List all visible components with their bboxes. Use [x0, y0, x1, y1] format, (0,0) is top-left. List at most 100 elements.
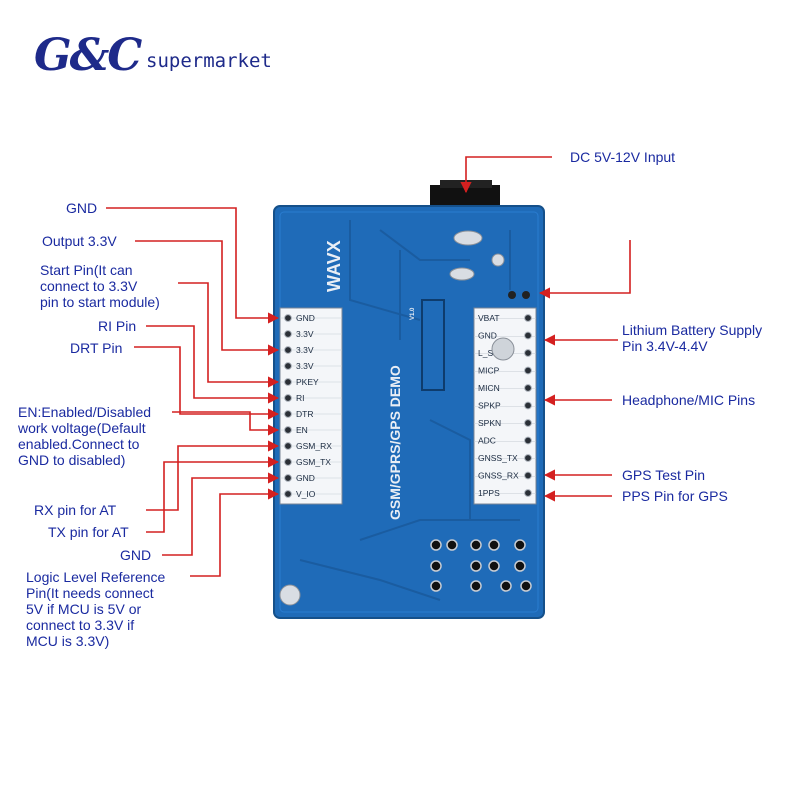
pin-hole	[284, 474, 292, 482]
label-gnd-bottom: GND	[120, 547, 152, 563]
brand-mark: G&C	[34, 30, 142, 81]
pin-hole	[524, 401, 532, 410]
header-pin: GND	[280, 473, 342, 483]
header-pin: EN	[280, 425, 342, 435]
label-en-4: GND to disabled)	[18, 452, 126, 468]
pin-hole	[284, 394, 292, 402]
label-lithium-2: Pin 3.4V-4.4V	[622, 338, 708, 354]
pin-label: DTR	[296, 409, 313, 419]
label-ri-pin: RI Pin	[98, 318, 137, 334]
header-pin: GSM_RX	[280, 441, 342, 451]
pin-hole	[284, 330, 292, 338]
header-pin: SPKP	[474, 401, 536, 411]
label-en-3: enabled.Connect to	[18, 436, 140, 452]
header-pin: GNSS_TX	[474, 453, 536, 463]
pin-hole	[524, 384, 532, 392]
dc-jack	[430, 185, 500, 207]
pin-hole	[284, 426, 292, 434]
pin-hole	[524, 331, 532, 340]
pin-hole	[284, 346, 292, 354]
mount-hole	[279, 584, 301, 606]
pin-label: GND	[296, 313, 315, 323]
ic-footprint	[421, 299, 445, 391]
solder-pad	[449, 267, 475, 281]
brand-word: supermarket	[146, 50, 272, 72]
pin-label: PKEY	[296, 377, 319, 387]
label-logic-4: connect to 3.3V if	[26, 617, 135, 633]
header-pin: GND	[474, 331, 536, 341]
label-output-3v3: Output 3.3V	[42, 233, 117, 249]
left-header-block	[279, 307, 343, 505]
header-pin: DTR	[280, 409, 342, 419]
pin-label: GSM_RX	[296, 441, 332, 451]
header-pin: PKEY	[280, 377, 342, 387]
pin-hole	[524, 314, 532, 322]
pin-hole	[284, 458, 292, 466]
pin-label: 3.3V	[296, 329, 314, 339]
header-pin: MICN	[474, 383, 536, 393]
pin-label: 3.3V	[296, 345, 314, 355]
label-logic-1: Logic Level Reference	[26, 569, 166, 585]
header-pin: GSM_TX	[280, 457, 342, 467]
pin-label: GNSS_RX	[478, 471, 519, 481]
pin-label: GNSS_TX	[478, 453, 518, 463]
header-pin: V_IO	[280, 489, 342, 499]
label-headphone: Headphone/MIC Pins	[622, 392, 756, 408]
pin-label: SPKP	[478, 401, 501, 411]
pin-label: GND	[296, 473, 315, 483]
pin-hole	[524, 471, 532, 480]
pin-label: MICP	[478, 366, 500, 376]
callout-arrows	[106, 156, 631, 577]
label-lithium-1: Lithium Battery Supply	[622, 322, 763, 338]
label-pps: PPS Pin for GPS	[622, 488, 728, 504]
header-pin: 1PPS	[474, 488, 536, 498]
pin-label: ADC	[478, 436, 496, 446]
label-logic-3: 5V if MCU is 5V or	[26, 601, 142, 617]
label-logic-5: MCU is 3.3V)	[26, 633, 110, 649]
bottom-pad-array	[430, 539, 532, 592]
pin-label: MICN	[478, 383, 500, 393]
pin-label: GND	[478, 331, 497, 341]
pin-hole	[284, 314, 292, 322]
label-gnd-top: GND	[66, 200, 98, 216]
pin-label: VBAT	[478, 313, 500, 323]
pin-label: V_IO	[296, 489, 316, 499]
label-drt-pin: DRT Pin	[70, 340, 123, 356]
solder-pad	[453, 230, 483, 246]
label-dc-input: DC 5V-12V Input	[570, 149, 676, 165]
label-en-2: work voltage(Default	[18, 420, 146, 436]
pin-hole	[524, 489, 532, 497]
board-title: GSM/GPRS/GPS DEMO	[387, 365, 403, 520]
pin-label: 3.3V	[296, 361, 314, 371]
pin-hole	[524, 419, 532, 427]
label-start-pin-3: pin to start module)	[40, 294, 160, 310]
label-en-1: EN:Enabled/Disabled	[18, 404, 152, 420]
header-pin: VBAT	[474, 313, 536, 323]
label-start-pin-2: connect to 3.3V	[40, 278, 138, 294]
board-version: V1.0	[410, 307, 416, 320]
header-pin: 3.3V	[280, 345, 342, 355]
pin-hole	[524, 454, 532, 462]
header-pin: RI	[280, 393, 342, 403]
pin-label: 1PPS	[478, 488, 500, 498]
pin-label: SPKN	[478, 418, 501, 428]
mic-pad	[491, 337, 515, 361]
header-pin: 3.3V	[280, 361, 342, 371]
pin-hole	[524, 349, 532, 357]
label-rx-at: RX pin for AT	[34, 502, 117, 518]
pin-hole	[524, 366, 532, 375]
header-pin: 3.3V	[280, 329, 342, 339]
board-logo: WAVX	[324, 240, 344, 292]
pin-hole	[284, 362, 292, 370]
pin-label: RI	[296, 393, 305, 403]
pin-hole	[284, 410, 292, 418]
label-start-pin-1: Start Pin(It can	[40, 262, 133, 278]
pin-hole	[284, 378, 292, 386]
header-pin: GND	[280, 313, 342, 323]
pin-hole	[284, 442, 292, 450]
header-pin: GNSS_RX	[474, 471, 536, 481]
pin-hole	[524, 436, 532, 445]
brand-logo: G&C supermarket	[34, 30, 272, 81]
header-pin: ADC	[474, 436, 536, 446]
